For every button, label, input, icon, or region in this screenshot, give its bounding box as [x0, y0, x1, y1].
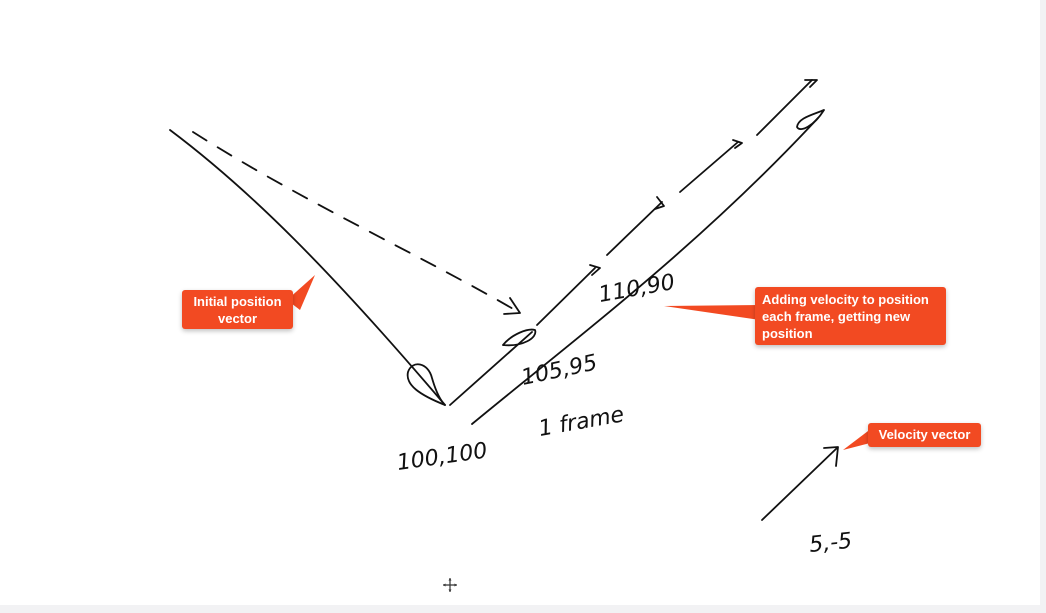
point-105-95-marker: [502, 328, 537, 347]
label-step2: 110,90: [597, 270, 677, 308]
parallel-arrowhead: [796, 109, 825, 131]
velocity-callout-pointer: [843, 428, 874, 450]
parallel-line: [471, 117, 819, 425]
bottom-edge: [0, 605, 1046, 613]
crosshair-move-cursor-icon: [443, 578, 457, 592]
scroll-edge: [1040, 0, 1046, 613]
tick-1: [589, 264, 601, 276]
result-line-3: [606, 201, 663, 256]
velocity-arrow-line: [761, 447, 838, 521]
callout-adding-velocity[interactable]: Adding velocity to position each frame, …: [755, 287, 946, 345]
result-line-5: [756, 79, 813, 136]
initial-position-arrowhead: [406, 363, 446, 406]
initial-callout-pointer: [287, 275, 315, 310]
initial-position-line: [169, 129, 446, 406]
label-frame: 1 frame: [537, 402, 626, 442]
top-arrowhead: [804, 79, 818, 88]
label-origin: 100,100: [395, 439, 489, 476]
velocity-arrowhead: [823, 446, 839, 467]
result-line-4: [679, 141, 739, 193]
label-step1: 105,95: [519, 350, 599, 390]
label-velocity: 5,-5: [808, 529, 853, 558]
dashed-trajectory: [192, 131, 516, 311]
callout-velocity-vector[interactable]: Velocity vector: [868, 423, 981, 447]
tick-3: [732, 139, 743, 149]
adding-callout-pointer: [664, 305, 760, 320]
result-line-2: [536, 267, 596, 326]
callout-initial-position[interactable]: Initial position vector: [182, 290, 293, 329]
tick-2: [654, 196, 665, 210]
dashed-arrowhead: [503, 297, 521, 315]
